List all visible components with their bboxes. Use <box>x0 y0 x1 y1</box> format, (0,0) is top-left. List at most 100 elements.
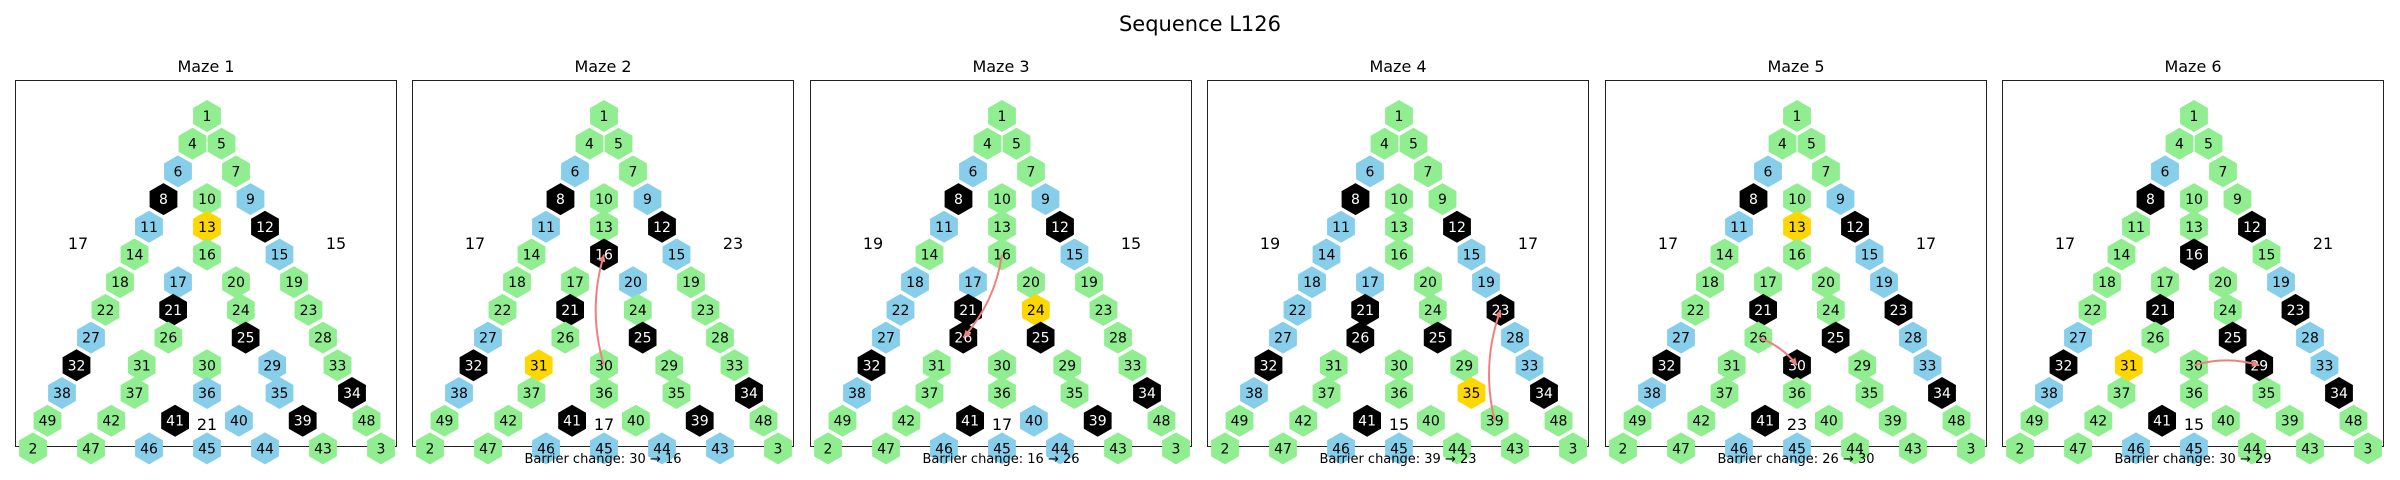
hex-cell-35 <box>1457 377 1486 409</box>
hex-label: 3 <box>1172 441 1181 457</box>
hex-label: 6 <box>2161 164 2170 180</box>
hex-cell-49 <box>1623 404 1652 437</box>
hex-label: 8 <box>2146 192 2155 208</box>
hex-label: 28 <box>711 331 729 347</box>
hex-label: 43 <box>1904 441 1922 457</box>
hex-label: 7 <box>1027 164 1036 180</box>
hex-label: 30 <box>595 358 613 374</box>
hex-cell-11 <box>135 210 163 243</box>
hex-label: 30 <box>1390 358 1408 374</box>
hex-label: 48 <box>1550 414 1568 430</box>
hex-label: 38 <box>1643 386 1661 402</box>
barrier-change-caption: Barrier change: 39 → 23 <box>1319 452 1477 467</box>
hex-label: 11 <box>2127 220 2145 236</box>
hex-cell-12 <box>251 210 279 243</box>
hex-label: 18 <box>906 275 924 291</box>
hex-label: 21 <box>1356 303 1374 319</box>
hex-label: 2 <box>426 441 435 457</box>
hex-label: 39 <box>1884 414 1902 430</box>
hex-cell-13 <box>193 210 221 243</box>
hex-label: 40 <box>627 414 645 430</box>
hex-cell-22 <box>886 293 915 326</box>
hex-cell-3 <box>1559 432 1587 465</box>
side-label-left: 17 <box>465 234 485 253</box>
hex-label: 31 <box>133 358 151 374</box>
hex-cell-24 <box>1419 293 1447 326</box>
hex-label: 15 <box>2258 248 2276 264</box>
hex-cell-26 <box>1346 321 1375 354</box>
side-label-left: 17 <box>68 234 88 253</box>
hex-label: 5 <box>614 137 623 153</box>
hex-label: 38 <box>848 386 866 402</box>
hex-cell-43 <box>1501 432 1529 465</box>
hex-cell-27 <box>1269 321 1297 354</box>
hex-label: 2 <box>824 441 833 457</box>
hex-label: 30 <box>1788 358 1806 374</box>
hex-label: 31 <box>530 358 548 374</box>
hex-label: 39 <box>294 414 312 430</box>
side-label-bottom: 15 <box>2184 415 2204 434</box>
hex-cell-2 <box>2006 432 2034 465</box>
hex-cell-44 <box>1841 432 1869 465</box>
hex-label: 6 <box>969 164 978 180</box>
maze-panel: 1234567891011121314151617181920212223242… <box>412 80 794 465</box>
hex-label: 36 <box>993 386 1011 402</box>
hex-label: 45 <box>198 441 216 457</box>
hex-label: 14 <box>1716 248 1734 264</box>
hex-cell-4 <box>1370 127 1399 160</box>
hex-label: 15 <box>1861 248 1879 264</box>
hex-cell-22 <box>1681 293 1710 326</box>
side-label-left: 19 <box>1260 234 1280 253</box>
hex-label: 46 <box>1332 441 1350 457</box>
hex-label: 28 <box>2301 331 2319 347</box>
hex-label: 22 <box>97 303 115 319</box>
hex-cell-41 <box>1751 404 1779 437</box>
hex-label: 27 <box>479 331 497 347</box>
hex-cell-36 <box>2180 377 2208 409</box>
hex-cell-14 <box>120 238 149 271</box>
hex-cell-30 <box>988 349 1016 382</box>
hex-label: 35 <box>1066 386 1084 402</box>
hex-label: 39 <box>1089 414 1107 430</box>
hex-label: 32 <box>465 358 483 374</box>
hex-cell-34 <box>338 377 366 409</box>
hex-label: 6 <box>1366 164 1375 180</box>
hex-cell-33 <box>720 349 749 382</box>
hex-label: 32 <box>863 358 881 374</box>
hex-cell-15 <box>1457 238 1486 271</box>
hex-cell-32 <box>1254 349 1283 382</box>
hex-cell-44 <box>251 432 279 465</box>
hex-label: 36 <box>1390 386 1408 402</box>
hex-label: 48 <box>755 414 773 430</box>
hex-label: 25 <box>237 331 255 347</box>
hex-label: 9 <box>246 192 255 208</box>
hex-label: 45 <box>993 441 1011 457</box>
hex-label: 16 <box>1390 248 1408 264</box>
hex-cell-31 <box>922 349 951 382</box>
hex-cell-20 <box>1017 266 1045 299</box>
hex-label: 39 <box>2281 414 2299 430</box>
hex-cell-6 <box>561 155 589 188</box>
hex-cell-41 <box>161 404 189 437</box>
hex-cell-12 <box>648 210 676 243</box>
hex-cell-27 <box>474 321 502 354</box>
hex-cell-35 <box>2252 377 2281 409</box>
side-label-left: 19 <box>863 234 883 253</box>
hex-label: 18 <box>1701 275 1719 291</box>
hex-label: 1 <box>1793 109 1802 125</box>
hex-label: 13 <box>1788 220 1806 236</box>
hex-label: 10 <box>595 192 613 208</box>
hex-label: 34 <box>1933 386 1951 402</box>
hex-label: 11 <box>935 220 953 236</box>
hex-cell-7 <box>222 155 250 188</box>
hex-cell-6 <box>1356 155 1384 188</box>
hex-label: 8 <box>556 192 565 208</box>
hex-cell-21 <box>1351 293 1379 326</box>
hex-cell-10 <box>988 183 1016 216</box>
side-label-right: 17 <box>1518 234 1538 253</box>
barrier-change-arrow <box>594 254 605 366</box>
hex-label: 33 <box>726 358 744 374</box>
hex-cell-28 <box>1104 321 1132 354</box>
hex-label: 6 <box>1764 164 1773 180</box>
hex-label: 12 <box>1448 220 1466 236</box>
